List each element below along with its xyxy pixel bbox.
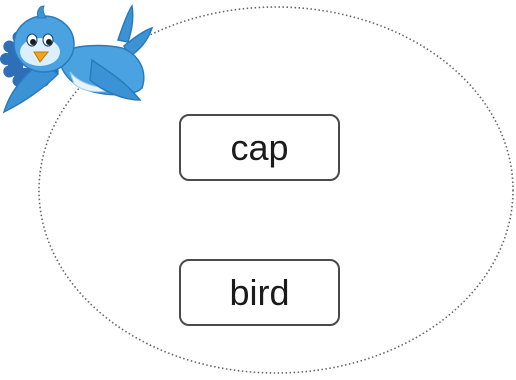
word-card-cap[interactable]: cap <box>179 114 340 181</box>
bluebird-icon <box>2 4 154 114</box>
word-card-bird[interactable]: bird <box>179 259 340 326</box>
